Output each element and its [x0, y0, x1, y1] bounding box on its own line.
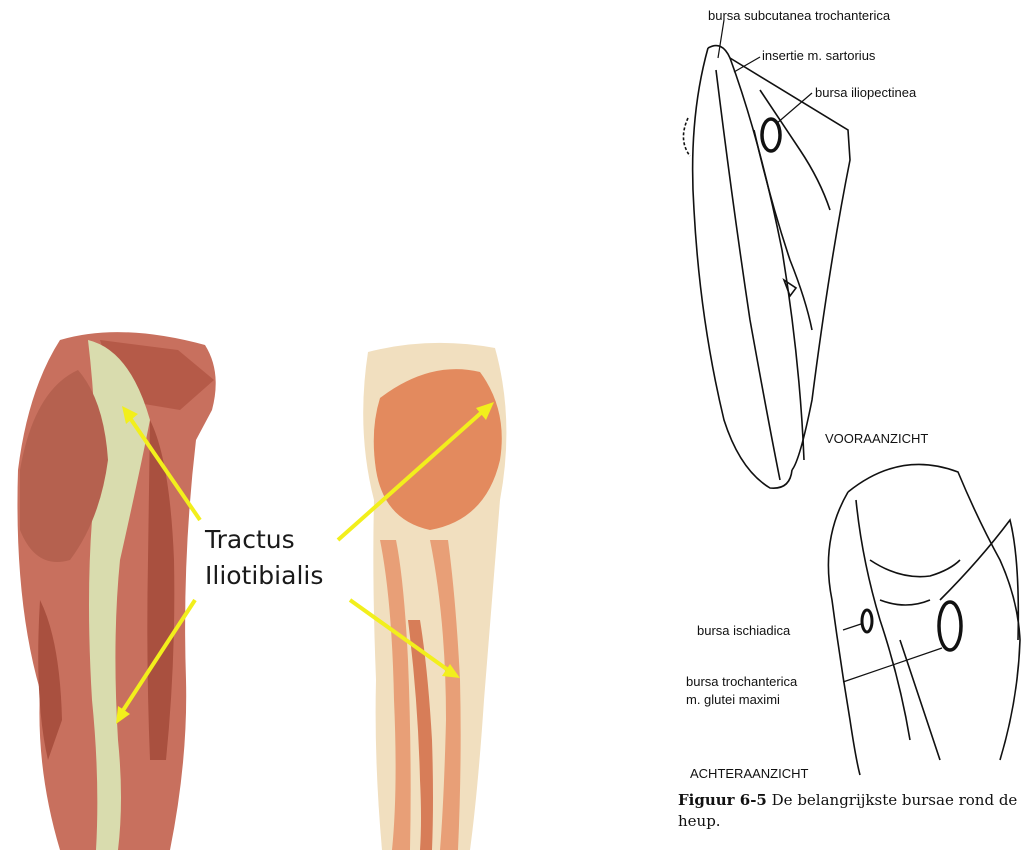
posterior-thigh-illustration [363, 343, 506, 850]
annotation-bursa-ischiadica: bursa ischiadica [697, 623, 790, 638]
label-line-1: Tractus [205, 522, 323, 558]
annotation-bursa-iliopectinea: bursa iliopectinea [815, 85, 916, 100]
view-front-label: VOORAANZICHT [825, 431, 928, 446]
caption-label: Figuur 6-5 [678, 791, 767, 809]
back-view-drawing [828, 464, 1020, 775]
tractus-iliotibialis-label: Tractus Iliotibialis [205, 522, 323, 594]
annotation-insertie-sartorius: insertie m. sartorius [762, 48, 875, 63]
annotation-bursa-subcutanea: bursa subcutanea trochanterica [708, 8, 890, 23]
figure-caption: Figuur 6-5 De belangrijkste bursae rond … [678, 790, 1023, 832]
lateral-thigh-illustration [17, 332, 215, 850]
view-back-label: ACHTERAANZICHT [690, 766, 808, 781]
label-line-2: Iliotibialis [205, 558, 323, 594]
annotation-m-glutei-maximi: m. glutei maximi [686, 692, 780, 707]
annotation-bursa-trochanterica: bursa trochanterica [686, 674, 797, 689]
